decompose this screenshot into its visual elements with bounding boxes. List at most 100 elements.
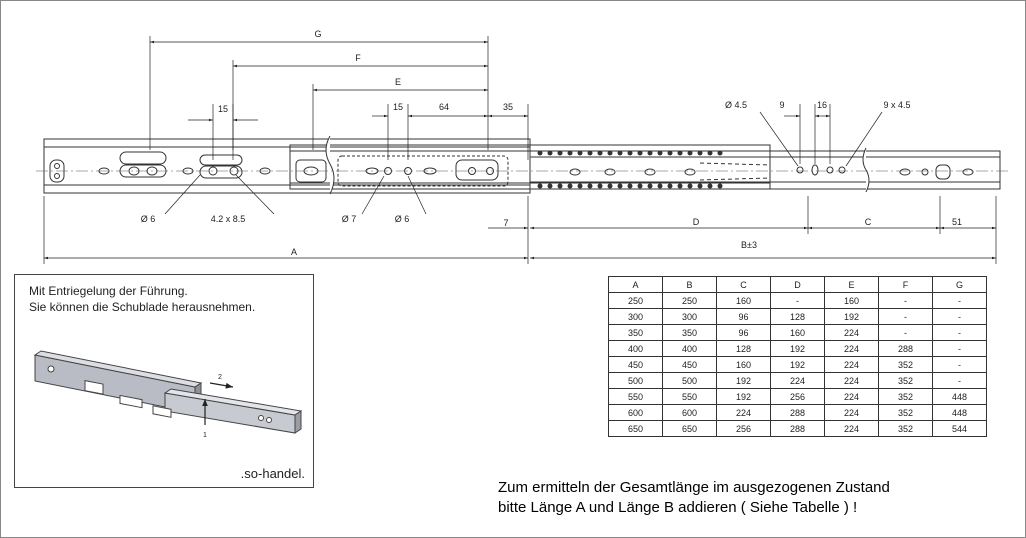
table-cell: 650: [608, 420, 663, 437]
header-cell: A: [608, 276, 663, 293]
table-cell: 96: [716, 324, 771, 341]
table-cell: -: [932, 356, 987, 373]
header-cell: F: [878, 276, 933, 293]
dim-label-holes-9x45: 9 x 4.5: [883, 100, 910, 110]
table-cell: 352: [878, 372, 933, 389]
inset-box: 1 2 Mit Entriegelung der Führung. Sie kö…: [14, 274, 314, 488]
header-cell: E: [824, 276, 879, 293]
dimension-lines: [43, 36, 997, 264]
table-cell: 192: [716, 388, 771, 405]
table-cell: 160: [716, 292, 771, 309]
dim-label-7: 7: [503, 218, 508, 228]
table-cell: -: [932, 292, 987, 309]
table-cell: 500: [608, 372, 663, 389]
inset-line-2: Sie können die Schublade herausnehmen.: [29, 300, 256, 314]
table-cell: 300: [662, 308, 717, 325]
dim-label-35: 35: [503, 102, 513, 112]
header-cell: B: [662, 276, 717, 293]
table-cell: -: [878, 324, 933, 341]
table-cell: 288: [770, 404, 825, 421]
table-cell: 224: [824, 324, 879, 341]
dim-label-64: 64: [439, 102, 449, 112]
note-line-2: bitte Länge A und Länge B addieren ( Sie…: [498, 499, 858, 516]
inner-rail: [530, 150, 1001, 190]
table-cell: 160: [824, 292, 879, 309]
table-cell: 352: [878, 404, 933, 421]
table-cell: 352: [878, 388, 933, 405]
table-cell: 550: [662, 388, 717, 405]
table-cell: 192: [824, 308, 879, 325]
table-cell: 400: [662, 340, 717, 357]
table-cell: -: [878, 308, 933, 325]
table-cell: 128: [716, 340, 771, 357]
table-cell: 192: [716, 372, 771, 389]
table-cell: 224: [716, 404, 771, 421]
brand-label: .so-handel.: [240, 466, 305, 481]
dim-label-15-mid: 15: [393, 102, 403, 112]
callout-2: 2: [218, 374, 222, 381]
table-cell: 256: [716, 420, 771, 437]
dim-label-hole-6-mid: Ø 6: [395, 214, 410, 224]
dim-label-b: B±3: [741, 240, 757, 250]
dim-label-9: 9: [779, 100, 784, 110]
table-cell: 224: [824, 340, 879, 357]
header-cell: G: [932, 276, 987, 293]
table-cell: -: [932, 324, 987, 341]
table-cell: 224: [824, 404, 879, 421]
table-cell: 128: [770, 308, 825, 325]
table-cell: -: [932, 308, 987, 325]
table-cell: 192: [770, 356, 825, 373]
dim-label-a: A: [291, 247, 297, 257]
table-cell: 96: [716, 308, 771, 325]
table-cell: 160: [770, 324, 825, 341]
dim-label-hole-7: Ø 7: [342, 214, 357, 224]
table-cell: 400: [608, 340, 663, 357]
outer-rail: [43, 138, 531, 194]
table-cell: 450: [662, 356, 717, 373]
table-cell: 448: [932, 404, 987, 421]
table-cell: 350: [608, 324, 663, 341]
table-cell: 300: [608, 308, 663, 325]
table-cell: 224: [824, 388, 879, 405]
table-cell: -: [932, 340, 987, 357]
table-cell: -: [770, 292, 825, 309]
table-header-row: A B C D E F G: [608, 276, 987, 293]
table-cell: 224: [824, 356, 879, 373]
note-line-1: Zum ermitteln der Gesamtlänge im ausgezo…: [498, 479, 890, 496]
table-cell: -: [932, 372, 987, 389]
dim-label-slot-42x85: 4.2 x 8.5: [211, 214, 246, 224]
ball-bearings: [537, 150, 723, 189]
table-cell: 650: [662, 420, 717, 437]
table-cell: 600: [662, 404, 717, 421]
table-cell: 352: [878, 420, 933, 437]
table-cell: 288: [770, 420, 825, 437]
callout-1: 1: [203, 432, 207, 439]
dim-label-16: 16: [817, 100, 827, 110]
break-marks: [325, 135, 870, 195]
dim-label-f: F: [355, 53, 361, 63]
table-cell: 250: [662, 292, 717, 309]
inset-caption: Mit Entriegelung der Führung. Sie können…: [29, 283, 255, 315]
dim-label-51: 51: [952, 217, 962, 227]
table-cell: 352: [878, 356, 933, 373]
dim-label-hole-45: Ø 4.5: [725, 100, 747, 110]
slide-illustration: 1 2: [33, 350, 303, 439]
dim-label-c: C: [865, 217, 872, 227]
table-cell: 544: [932, 420, 987, 437]
length-note: Zum ermitteln der Gesamtlänge im ausgezo…: [498, 478, 890, 518]
table-cell: 600: [608, 404, 663, 421]
table-cell: 550: [608, 388, 663, 405]
table-cell: 450: [608, 356, 663, 373]
table-cell: 224: [824, 420, 879, 437]
dim-label-e: E: [395, 77, 401, 87]
inset-line-1: Mit Entriegelung der Führung.: [29, 284, 188, 298]
table-cell: 256: [770, 388, 825, 405]
table-cell: 288: [878, 340, 933, 357]
table-cell: 500: [662, 372, 717, 389]
